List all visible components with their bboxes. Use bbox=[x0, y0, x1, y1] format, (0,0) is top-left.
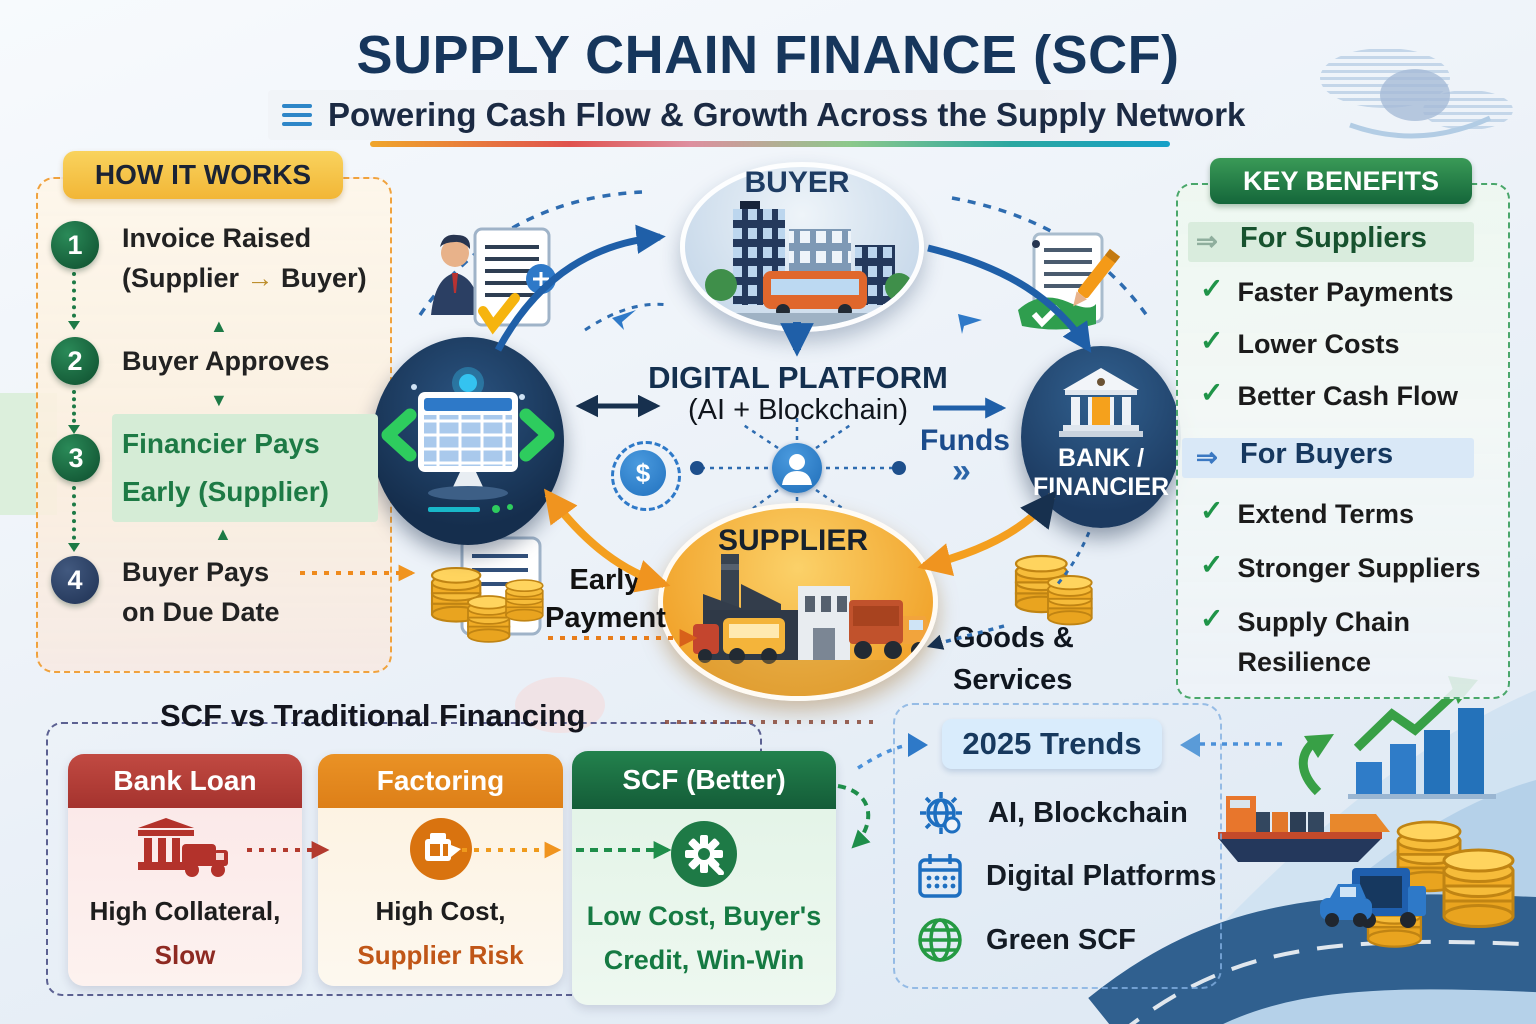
growth-chart-illustration bbox=[1298, 676, 1496, 799]
bank-loan-line2: Slow bbox=[154, 940, 216, 970]
goods-services-label-2: Services bbox=[953, 664, 1073, 696]
globe-icon bbox=[918, 918, 962, 962]
buyer-node bbox=[680, 162, 924, 332]
connector-3-4 bbox=[68, 486, 80, 552]
platform-title: DIGITAL PLATFORM bbox=[648, 360, 948, 395]
connector-1-2 bbox=[68, 272, 80, 330]
section-arrow-icon: ⇒ bbox=[1196, 442, 1218, 472]
step-3-number: 3 bbox=[52, 434, 100, 482]
bank-icon bbox=[1059, 368, 1143, 437]
dollar-icon: $ bbox=[620, 450, 666, 496]
factory-illustration bbox=[663, 554, 933, 696]
platform-monitor-node bbox=[372, 337, 564, 545]
page-subtitle: Powering Cash Flow & Growth Across the S… bbox=[328, 96, 1246, 133]
calendar-icon bbox=[918, 854, 962, 898]
benefit-item: ✓ Supply Chain Resilience bbox=[1200, 603, 1410, 677]
arrow-right-icon bbox=[908, 733, 940, 757]
hamburger-icon bbox=[282, 104, 312, 126]
check-icon: ✓ bbox=[1200, 549, 1224, 580]
trend-item: Digital Platforms bbox=[916, 852, 1216, 900]
key-benefits-header: KEY BENEFITS bbox=[1210, 158, 1472, 204]
bank-label-line1: BANK / bbox=[1057, 444, 1145, 472]
benefit-item: ✓ Stronger Suppliers bbox=[1200, 549, 1481, 583]
bank-truck-icon bbox=[138, 818, 228, 877]
check-icon: ✓ bbox=[1200, 495, 1224, 526]
funds-label: Funds bbox=[920, 424, 1010, 457]
step-3-text: Financier Pays Early (Supplier) bbox=[122, 428, 329, 507]
factoring-line1: High Cost, bbox=[375, 896, 506, 926]
factoring-card: Factoring High Cost, Supplier Risk bbox=[318, 754, 563, 986]
world-map-decoration bbox=[1320, 48, 1513, 139]
triangle-up-icon: ▲ bbox=[214, 524, 232, 544]
comparison-title: SCF vs Traditional Financing bbox=[160, 698, 586, 733]
scf-better-card: SCF (Better) Low Cost, Buyer's Credit, W… bbox=[572, 751, 836, 1005]
gold-arrow-icon: → bbox=[246, 263, 274, 293]
bank-loan-card: Bank Loan High Collateral, Slow bbox=[68, 754, 302, 986]
check-icon: ✓ bbox=[1200, 603, 1224, 634]
approved-document-illustration bbox=[1018, 232, 1121, 330]
benefit-item: ✓ Lower Costs bbox=[1200, 325, 1400, 359]
trend-item: Green SCF bbox=[916, 916, 1136, 964]
supplier-node bbox=[658, 503, 938, 701]
benefit-item: ✓ Faster Payments bbox=[1200, 273, 1454, 307]
cargo-ship-illustration bbox=[1218, 796, 1390, 862]
check-icon: ✓ bbox=[1200, 273, 1224, 304]
for-buyers-heading: For Buyers bbox=[1240, 438, 1394, 470]
funds-chevrons-icon: » bbox=[952, 452, 971, 490]
bank-label-line2: FINANCIER bbox=[1032, 473, 1170, 501]
benefit-item: ✓ Extend Terms bbox=[1200, 495, 1415, 529]
early-payment-label-1: Early bbox=[569, 564, 641, 596]
buyers-band bbox=[1182, 438, 1474, 478]
step-2-number: 2 bbox=[51, 337, 99, 385]
gear-icon bbox=[671, 821, 737, 887]
check-icon: ✓ bbox=[1200, 325, 1224, 356]
bank-loan-header: Bank Loan bbox=[68, 754, 302, 808]
step-1-number: 1 bbox=[51, 221, 99, 269]
step-2-text: Buyer Approves bbox=[122, 346, 330, 376]
check-icon: ✓ bbox=[1200, 377, 1224, 408]
truck-illustration bbox=[1320, 868, 1426, 928]
section-arrow-icon: ⇒ bbox=[1196, 226, 1218, 256]
arrow-left-icon bbox=[1168, 733, 1200, 757]
scf-better-header: SCF (Better) bbox=[572, 751, 836, 809]
buyer-label: BUYER bbox=[744, 166, 850, 199]
triangle-down-icon: ▼ bbox=[210, 390, 228, 410]
step-3-highlight bbox=[112, 414, 378, 522]
scf-line1: Low Cost, Buyer's bbox=[586, 901, 822, 931]
subtitle-bar: Powering Cash Flow & Growth Across the S… bbox=[268, 90, 1268, 140]
page-title: SUPPLY CHAIN FINANCE (SCF) bbox=[356, 25, 1180, 85]
person-invoice-illustration bbox=[431, 227, 556, 335]
scf-line2: Credit, Win-Win bbox=[603, 945, 805, 975]
step-4-number: 4 bbox=[51, 556, 99, 604]
connector-2-3 bbox=[68, 390, 80, 434]
gear-globe-icon bbox=[920, 792, 962, 834]
factoring-line2: Supplier Risk bbox=[357, 940, 524, 970]
factoring-machine-icon bbox=[410, 818, 472, 880]
step-1-text: Invoice Raised (Supplier → Buyer) bbox=[122, 223, 367, 293]
monitor-illustration bbox=[381, 367, 555, 513]
network-hub-icon bbox=[772, 443, 822, 493]
early-payment-label-2: Payment bbox=[545, 602, 666, 634]
gradient-divider bbox=[370, 141, 1170, 147]
platform-subtitle: (AI + Blockchain) bbox=[687, 394, 908, 426]
for-suppliers-heading: For Suppliers bbox=[1240, 222, 1427, 254]
bank-loan-line1: High Collateral, bbox=[89, 896, 281, 926]
how-it-works-header: HOW IT WORKS bbox=[63, 151, 343, 199]
bank-financier-node: BANK / FINANCIER bbox=[1021, 346, 1181, 528]
supplier-label: SUPPLIER bbox=[717, 524, 869, 557]
trends-header: 2025 Trends bbox=[942, 719, 1162, 769]
step-4-text: Buyer Pays on Due Date bbox=[122, 557, 280, 627]
trends-frame bbox=[893, 703, 1222, 989]
trend-item: AI, Blockchain bbox=[916, 788, 1188, 838]
goods-services-label-1: Goods & bbox=[953, 622, 1074, 654]
triangle-up-icon: ▲ bbox=[210, 316, 228, 336]
benefit-item: ✓ Better Cash Flow bbox=[1200, 377, 1459, 411]
factoring-header: Factoring bbox=[318, 754, 563, 808]
suppliers-band bbox=[1188, 222, 1474, 262]
